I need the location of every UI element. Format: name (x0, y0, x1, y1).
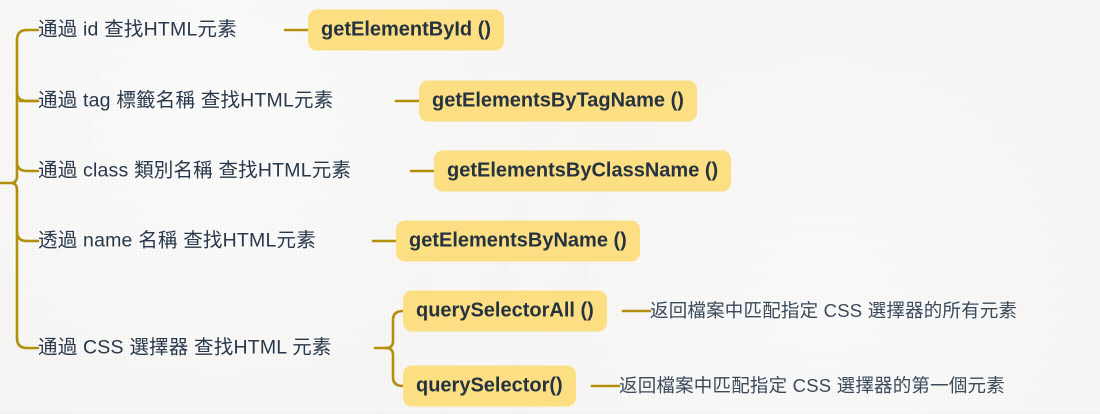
method-pill-get-elements-by-class-name[interactable]: getElementsByClassName () (434, 150, 732, 192)
branch-label-by-tag-name[interactable]: 通過 tag 標籤名稱 查找HTML元素 (38, 89, 334, 112)
css-subbrace-upper (384, 309, 405, 350)
method-pill-get-elements-by-name[interactable]: getElementsByName () (396, 220, 640, 262)
css-subbrace-lower (384, 346, 405, 388)
branch-label-by-id[interactable]: 通過 id 查找HTML元素 (38, 18, 237, 41)
branch-label-by-css-selector[interactable]: 通過 CSS 選擇器 查找HTML 元素 (38, 336, 332, 359)
root-brace-bottom-curve (15, 336, 29, 350)
root-brace-spine (15, 28, 29, 42)
branch-curve-3 (15, 160, 40, 173)
description-query-selector-all: 返回檔案中匹配指定 CSS 選擇器的所有元素 (650, 299, 1018, 321)
method-pill-query-selector[interactable]: querySelector() (403, 365, 576, 407)
description-query-selector: 返回檔案中匹配指定 CSS 選擇器的第一個元素 (619, 374, 1005, 396)
root-brace-mid-notch (0, 174, 19, 192)
branch-label-by-name[interactable]: 透過 name 名稱 查找HTML元素 (38, 229, 316, 252)
method-pill-query-selector-all[interactable]: querySelectorAll () (403, 290, 607, 332)
branch-curve-2 (15, 90, 40, 103)
branch-label-by-class-name[interactable]: 通過 class 類別名稱 查找HTML元素 (38, 159, 352, 182)
branch-curve-4 (15, 230, 40, 243)
method-pill-get-elements-by-tag-name[interactable]: getElementsByTagName () (419, 80, 697, 122)
method-pill-get-element-by-id[interactable]: getElementById () (308, 9, 505, 51)
